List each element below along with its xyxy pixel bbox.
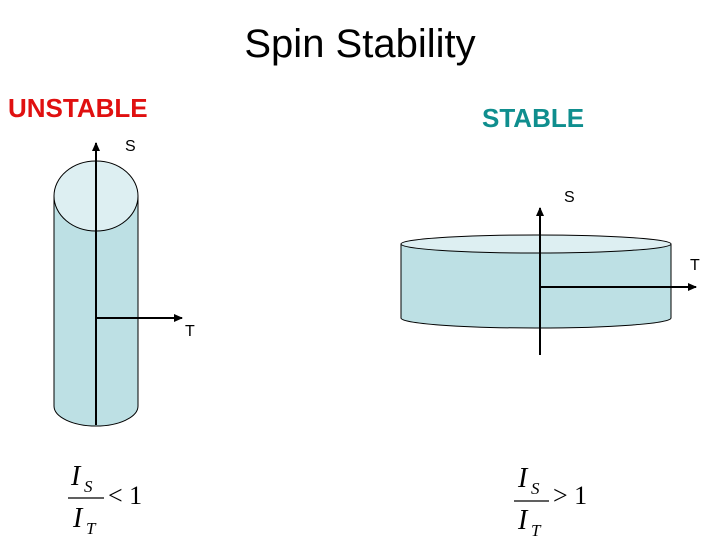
unstable-label: UNSTABLE (8, 93, 148, 123)
unstable-ratio-formula: I S I T < 1 (68, 461, 142, 538)
unstable-ratio-relation: < 1 (108, 481, 142, 510)
unstable-transverse-axis-label: T (185, 323, 195, 340)
stable-ratio-formula: I S I T > 1 (514, 463, 587, 540)
stable-spin-axis-label: S (564, 189, 575, 206)
unstable-ratio-numerator-subscript: S (84, 477, 93, 496)
page-title: Spin Stability (244, 22, 476, 66)
unstable-ratio-denominator-symbol: I (72, 503, 84, 534)
unstable-ratio-denominator-subscript: T (86, 519, 97, 538)
stable-ratio-numerator-subscript: S (531, 479, 540, 498)
stable-ratio-numerator-symbol: I (517, 463, 529, 494)
stable-cylinder (400, 234, 672, 329)
unstable-ratio-numerator-symbol: I (70, 461, 82, 492)
stable-ratio-denominator-symbol: I (517, 505, 529, 536)
stable-label: STABLE (482, 103, 585, 133)
stable-transverse-axis-label: T (690, 257, 700, 274)
stable-ratio-relation: > 1 (553, 481, 587, 510)
unstable-spin-axis-label: S (125, 138, 136, 155)
stable-ratio-denominator-subscript: T (531, 521, 542, 540)
